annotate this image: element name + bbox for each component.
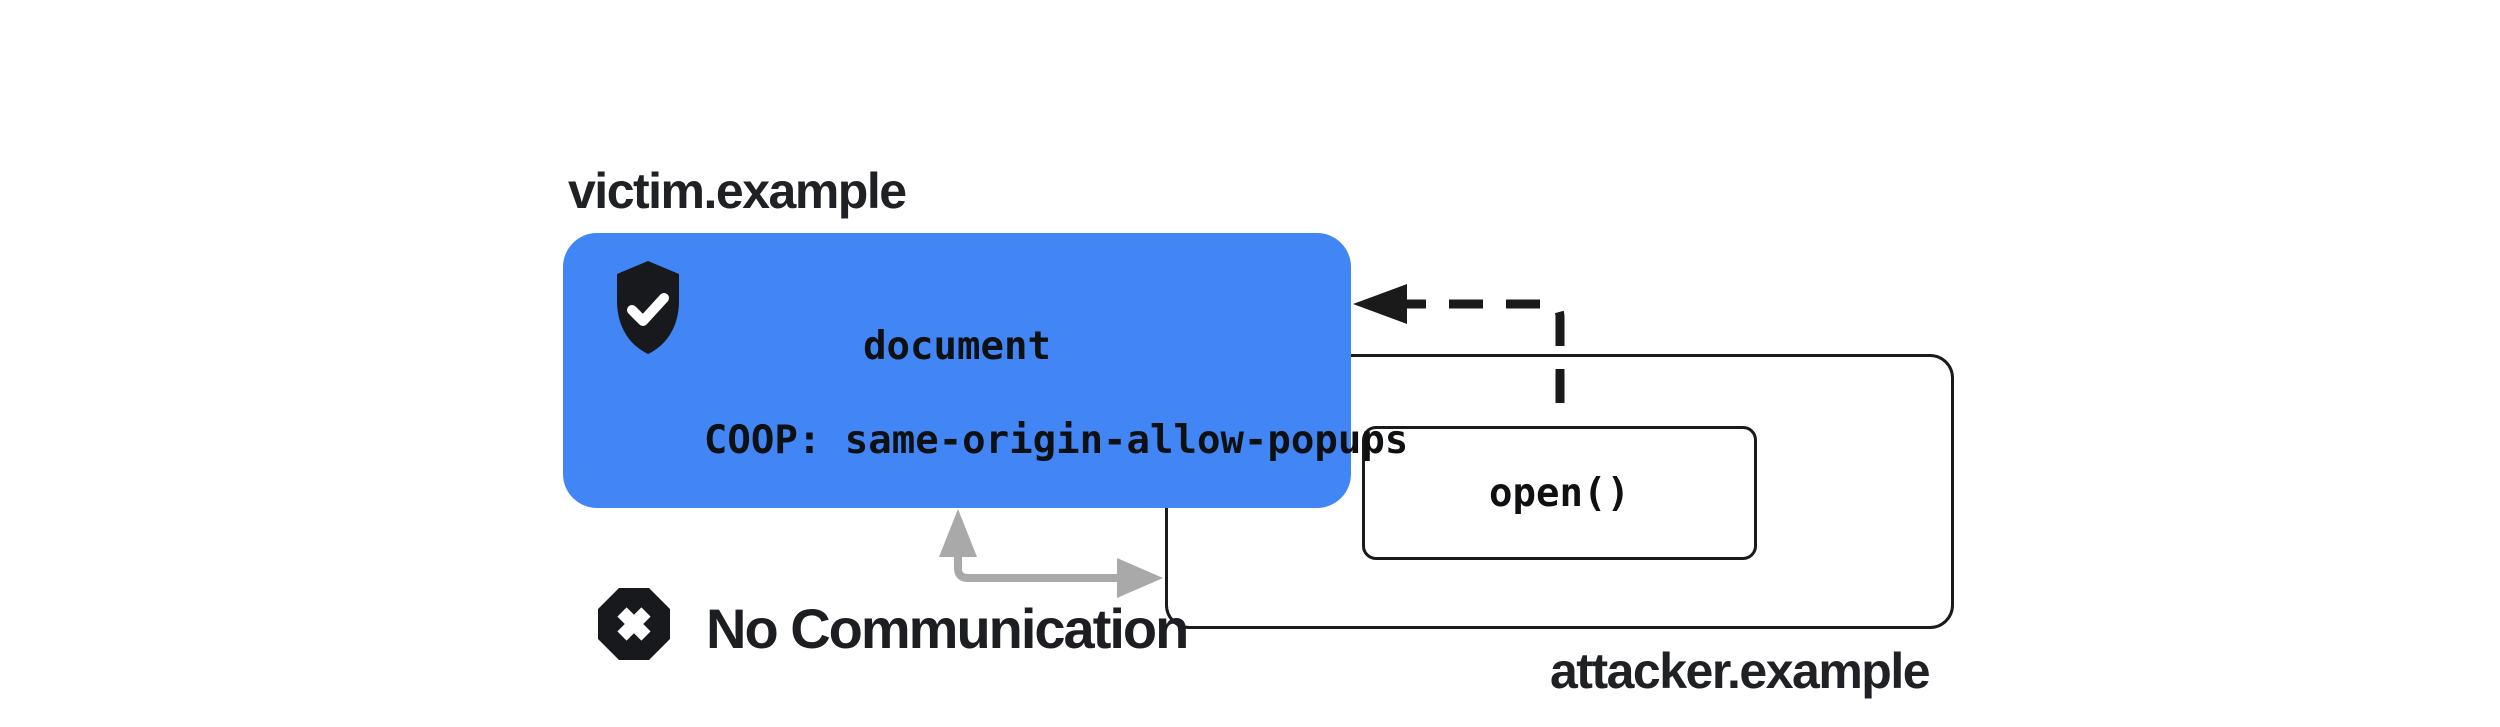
- victim-document-card: document COOP: same-origin-allow-popups: [563, 233, 1408, 511]
- open-call-label: open(): [1489, 470, 1630, 516]
- open-call-box: open(): [1362, 426, 1757, 560]
- x-octagon-icon: [598, 588, 670, 660]
- victim-card-text: document COOP: same-origin-allow-popups: [563, 323, 1408, 511]
- attacker-domain-label: attacker.example: [1550, 643, 1931, 699]
- coop-header-line: COOP: same-origin-allow-popups: [703, 418, 1409, 463]
- gray-elbow-arrow: [939, 509, 1163, 598]
- document-line: document: [863, 324, 1051, 369]
- no-communication-label: No Communication: [706, 597, 1189, 660]
- shield-check-icon: [617, 261, 679, 354]
- victim-domain-label: victim.example: [568, 163, 907, 219]
